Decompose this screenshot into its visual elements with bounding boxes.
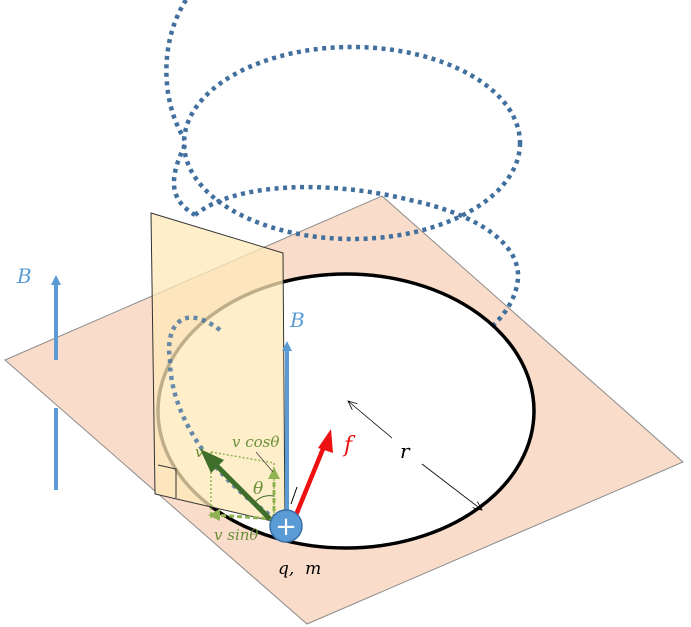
theta-label: θ [253, 479, 263, 499]
helix-upper [164, 0, 523, 242]
vcos-leader-line [255, 451, 274, 473]
b-field-label-center: B [289, 308, 305, 332]
charge-particle [269, 509, 303, 543]
v-label: v [195, 443, 204, 461]
vsin-label: v sinθ [214, 526, 258, 544]
velocity-components [208, 451, 280, 521]
radius-label: r [400, 439, 411, 463]
force-arrow [293, 429, 333, 516]
orbit-tick [290, 486, 298, 505]
theta-arc [253, 495, 275, 504]
charge-plus-sign: + [275, 512, 297, 542]
radius-indicator [348, 401, 482, 510]
charge-mass-label: q, m [278, 559, 321, 579]
right-angle-marker [157, 464, 177, 498]
b-field-label-outer: B [16, 264, 32, 288]
helix-front-segment [166, 315, 272, 517]
vcos-label: v cosθ [232, 433, 279, 451]
velocity-arrow [200, 449, 272, 521]
